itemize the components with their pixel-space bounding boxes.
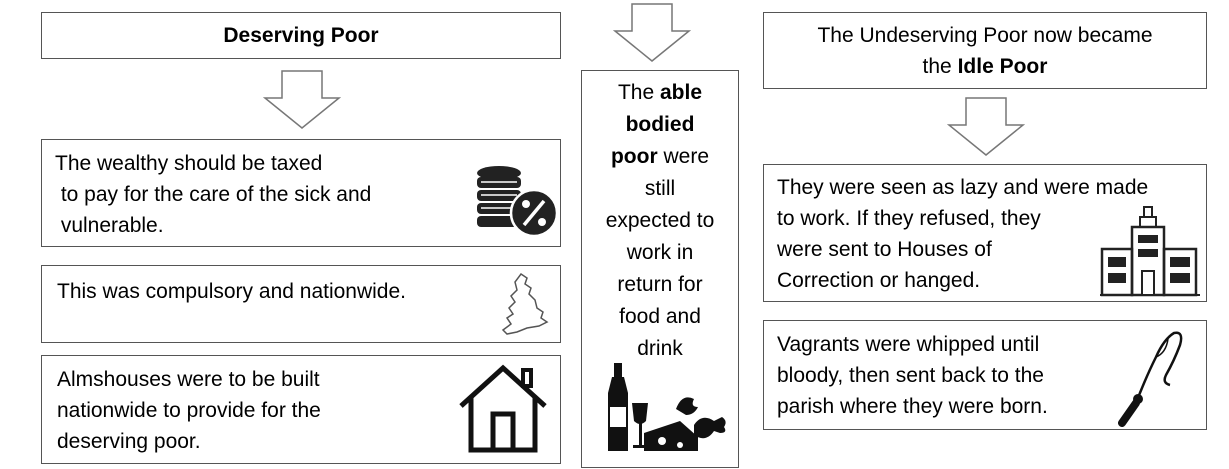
vagrants-line-2: bloody, then sent back to the (777, 364, 1044, 387)
able-bodied-box: The able bodied poor were still expected… (581, 70, 739, 468)
idle-poor-heading-line-1: The Undeserving Poor now became (817, 24, 1153, 47)
compulsory-box: This was compulsory and nationwide. (41, 265, 561, 343)
lazy-line-4: Correction or hanged. (777, 269, 981, 292)
down-arrow-icon (947, 97, 1025, 156)
almshouses-box: Almshouses were to be built nationwide t… (41, 355, 561, 464)
vagrants-line-1: Vagrants were whipped until (777, 333, 1040, 356)
down-arrow-icon (613, 3, 691, 62)
lazy-line-1: They were seen as lazy and were made (777, 176, 1149, 199)
food-drink-icon (608, 363, 726, 451)
almshouses-line-2: nationwide to provide for the (57, 399, 321, 422)
idle-poor-heading-box: The Undeserving Poor now became the Idle… (763, 12, 1207, 89)
england-map-icon (501, 272, 549, 335)
lazy-line-3: were sent to Houses of (777, 238, 992, 261)
tax-line-3: vulnerable. (55, 214, 164, 237)
lazy-box: They were seen as lazy and were made to … (763, 164, 1207, 302)
able-bodied-text: The able bodied poor were still expected… (605, 81, 715, 360)
down-arrow-icon (263, 70, 341, 129)
vagrants-line-3: parish where they were born. (777, 395, 1048, 418)
idle-poor-heading-line-2: the Idle Poor (922, 55, 1048, 78)
lazy-line-2: to work. If they refused, they (777, 207, 1041, 230)
tax-line-2: to pay for the care of the sick and (55, 183, 372, 206)
house-icon (459, 364, 547, 453)
almshouses-line-1: Almshouses were to be built (57, 368, 320, 391)
compulsory-text: This was compulsory and nationwide. (57, 280, 407, 303)
tax-line-1: The wealthy should be taxed (55, 152, 323, 175)
whip-icon (1118, 331, 1183, 427)
coins-percent-icon (477, 166, 558, 237)
vagrants-box: Vagrants were whipped until bloody, then… (763, 320, 1207, 430)
deserving-poor-heading: Deserving Poor (223, 24, 379, 47)
building-icon (1100, 206, 1200, 297)
deserving-poor-heading-box: Deserving Poor (41, 12, 561, 59)
tax-wealthy-box: The wealthy should be taxed to pay for t… (41, 139, 561, 247)
almshouses-line-3: deserving poor. (57, 430, 201, 453)
